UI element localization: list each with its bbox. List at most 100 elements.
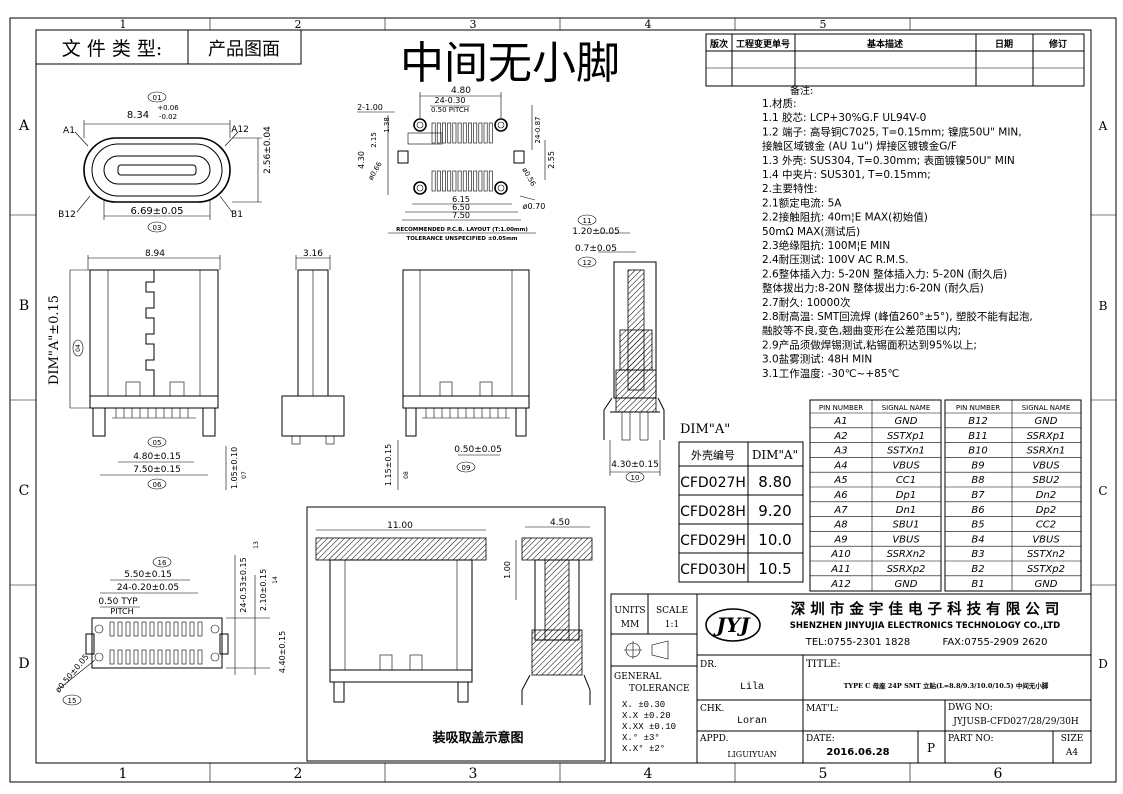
pin-table-cell: SSRXp2 bbox=[887, 564, 926, 575]
note-line: 2.主要特性: bbox=[762, 182, 818, 195]
tol-4: X.X° ±2° bbox=[622, 744, 665, 754]
dim-table-header-0: 外壳编号 bbox=[691, 448, 735, 462]
dwg-no-value: JYJUSB-CFD027/28/29/30H bbox=[952, 717, 1079, 727]
pcb-dim-070: ø0.70 bbox=[523, 202, 546, 211]
note-line: 2.8耐高温: SMT回流焊 (峰值260°±5°), 塑胶不能有起泡, bbox=[762, 310, 1033, 323]
pin-table-cell: B8 bbox=[971, 475, 984, 486]
bottom-view: 16 5.50±0.15 24-0.20±0.05 0.50 TYP PITCH… bbox=[53, 541, 287, 706]
note-line: 2.7耐久: 10000次 bbox=[762, 296, 851, 309]
pin-table-cell: Dn2 bbox=[1036, 490, 1056, 501]
pin-table-cell: B4 bbox=[971, 534, 984, 545]
dim-01-tag: 01 bbox=[153, 94, 162, 102]
dim-11-value: 1.20±0.05 bbox=[572, 227, 620, 237]
general-label: GENERAL bbox=[614, 672, 661, 682]
dim-03-value: 6.69±0.05 bbox=[131, 206, 184, 217]
units-label: UNITS bbox=[614, 606, 645, 616]
dim-08-tag: 08 bbox=[403, 471, 410, 479]
chk-label: CHK. bbox=[700, 704, 724, 714]
pin-table-cell: B3 bbox=[971, 549, 984, 560]
pin-a12-label: A12 bbox=[231, 125, 249, 135]
note-line: 2.3绝缘阻抗: 100M¦E MIN bbox=[762, 239, 890, 252]
company-name-en: SHENZHEN JINYUJIA ELECTRONICS TECHNOLOGY… bbox=[790, 621, 1060, 631]
dim-07-tag: 07 bbox=[241, 471, 248, 479]
dim-316: 3.16 bbox=[303, 249, 323, 259]
dim-10-tag: 10 bbox=[631, 474, 640, 482]
rev-header-date: 日期 bbox=[995, 38, 1013, 50]
col-label-2: 2 bbox=[294, 766, 303, 782]
bv-dim-14-value: 2.10±0.15 bbox=[259, 569, 268, 611]
dim-02-value: 2.56±0.04 bbox=[263, 126, 273, 174]
date-label: DATE: bbox=[806, 734, 835, 744]
bv-dim-pitch-a: 24-0.20±0.05 bbox=[117, 583, 179, 593]
pin-table-cell: Dp2 bbox=[1036, 505, 1056, 516]
dim-table-r2-c0: CFD029H bbox=[680, 533, 746, 549]
col-label-6: 6 bbox=[994, 766, 1003, 782]
pcb-dim-255: 2.55 bbox=[547, 151, 556, 169]
pcb-dim-066: ø0.66 bbox=[367, 160, 384, 182]
side-view-main: 8.94 DIM"A"±0.15 04 05 4.80±0.15 7.50±0.… bbox=[47, 249, 248, 490]
pin-table-cell: SBU1 bbox=[893, 520, 920, 531]
dim-a-table: DIM"A" 外壳编号 DIM"A" CFD027H 8.80 CFD028H … bbox=[678, 422, 804, 583]
note-line: 1.材质: bbox=[762, 97, 797, 110]
pin-table-cell: SBU2 bbox=[1033, 475, 1060, 486]
pin-table-cell: SSRXp1 bbox=[1027, 431, 1066, 442]
pin-table-cell: GND bbox=[895, 579, 918, 590]
file-type-box bbox=[35, 29, 302, 65]
pin-table-cell: A11 bbox=[830, 564, 851, 575]
pcb-dim-pitch-b: 0.50 PITCH bbox=[431, 106, 469, 114]
rev-header-revise: 修订 bbox=[1048, 38, 1067, 50]
pcb-dim-left: 2-1.00 bbox=[357, 103, 383, 112]
row-label-d: D bbox=[18, 656, 29, 672]
col-label-4: 4 bbox=[644, 766, 653, 782]
bv-dim-440: 4.40±0.15 bbox=[278, 631, 287, 673]
pcb-dim-087: 24-0.87 bbox=[534, 116, 542, 143]
note-line: 2.6整体插入力: 5-20N 整体插入力: 5-20N (耐久后) bbox=[762, 267, 1007, 280]
pin-table-header-1: SIGNAL NAME bbox=[882, 404, 931, 412]
tol-0: X. ±0.30 bbox=[622, 700, 665, 710]
section-view: 11 1.20±0.05 0.7±0.05 12 4.30±0.15 10 bbox=[572, 214, 665, 483]
pin-table-cell: SSRXn1 bbox=[1027, 446, 1066, 457]
note-line: 2.2接触阻抗: 40m¦E MAX(初始值) bbox=[762, 211, 928, 224]
pin-b1-label: B1 bbox=[231, 210, 243, 220]
dim-10-value: 4.30±0.15 bbox=[611, 460, 659, 470]
file-type-value: 产品图面 bbox=[208, 39, 280, 60]
pin-a1-label: A1 bbox=[63, 126, 75, 136]
pin-table-cell: VBUS bbox=[892, 534, 920, 545]
col-label-3: 3 bbox=[469, 766, 478, 782]
pin-table-cell: A1 bbox=[833, 416, 847, 427]
dim-07-value: 1.05±0.10 bbox=[230, 447, 239, 489]
dim-04-tag: 04 bbox=[75, 344, 82, 352]
pin-table-cell: B7 bbox=[971, 490, 985, 501]
pin-table-cell: GND bbox=[1035, 579, 1058, 590]
pcb-dim-top: 4.80 bbox=[451, 86, 471, 96]
dim-table-r0-c0: CFD027H bbox=[680, 475, 746, 491]
title-label: TITLE: bbox=[806, 659, 841, 670]
dim-08-value: 1.15±0.15 bbox=[384, 444, 393, 486]
company-fax: FAX:0755-2909 2620 bbox=[942, 637, 1047, 648]
row-label-b: B bbox=[19, 298, 29, 314]
note-line: 1.1 胶芯: LCP+30%G.F UL94V-0 bbox=[762, 111, 926, 124]
pcb-caption-1: RECOMMENDED P.C.B. LAYOUT (T:1.00mm) bbox=[396, 227, 528, 233]
col-label-1: 1 bbox=[119, 766, 128, 782]
pcb-pads-bot bbox=[431, 170, 493, 192]
row-label-right-b: B bbox=[1099, 299, 1108, 313]
chk-value: Loran bbox=[737, 716, 767, 727]
pcb-dim-650: 6.50 bbox=[452, 203, 470, 212]
dim-06-value: 7.50±0.15 bbox=[133, 465, 181, 475]
pin-table-cell: A5 bbox=[833, 475, 847, 486]
border-ticks bbox=[10, 18, 1116, 782]
pin-table-cell: Dn1 bbox=[896, 505, 916, 516]
pcb-dim-615: 6.15 bbox=[452, 195, 470, 204]
dim-table-r0-c1: 8.80 bbox=[758, 473, 791, 491]
dim-12-value: 0.7±0.05 bbox=[575, 244, 617, 254]
dim-06-tag: 06 bbox=[153, 481, 162, 489]
pcb-dim-215: 2.15 bbox=[370, 132, 378, 148]
notes-block: 备注: 1.材质:1.1 胶芯: LCP+30%G.F UL94V-01.2 端… bbox=[762, 84, 1033, 380]
note-line: 3.1工作温度: -30℃~+85℃ bbox=[762, 367, 899, 380]
col-label-5: 5 bbox=[819, 766, 828, 782]
sc-dim-100: 1.00 bbox=[503, 561, 512, 579]
pin-table-cell: SSTXp1 bbox=[887, 431, 925, 442]
dim-03-tag: 03 bbox=[153, 224, 162, 232]
dim-01-tol-plus: +0.06 bbox=[157, 104, 179, 112]
sc-dim-1100: 11.00 bbox=[387, 521, 413, 531]
